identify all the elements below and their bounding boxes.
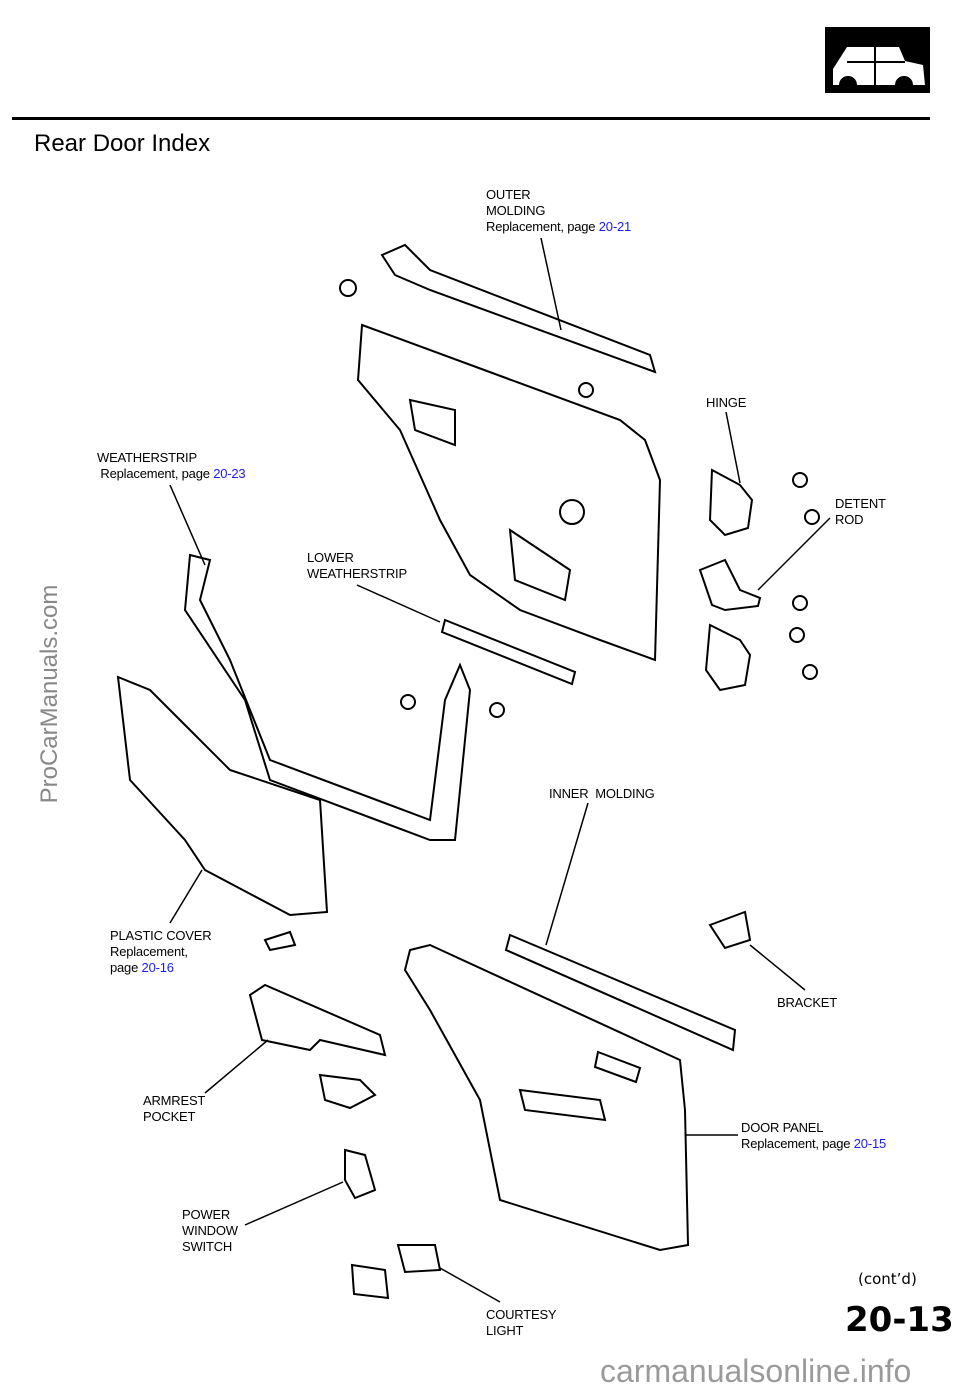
- page-link-20-15[interactable]: 20-15: [853, 1136, 887, 1151]
- page-link-20-21[interactable]: 20-21: [598, 219, 632, 234]
- plastic-cover-part: [116, 675, 329, 917]
- page-link-20-23[interactable]: 20-23: [213, 466, 246, 481]
- hinge-callout: HINGE: [706, 395, 747, 410]
- callout-text: Replacement, page: [110, 944, 188, 975]
- weatherstrip-part: [183, 553, 472, 841]
- power-window-switch-callout: POWER WINDOW SWITCH: [182, 1207, 238, 1254]
- upper-hinge: [708, 468, 754, 537]
- courtesy-light-callout: COURTESY LIGHT: [486, 1307, 557, 1338]
- header-rule: [12, 117, 930, 120]
- continued-note: (cont’d): [858, 1270, 917, 1288]
- bracket-part: [708, 910, 752, 950]
- armrest-pocket-callout: ARMREST POCKET: [143, 1093, 206, 1124]
- inner-molding-callout: INNER MOLDING: [549, 786, 655, 801]
- lower-weatherstrip-part: [440, 618, 577, 686]
- bolts: [400, 382, 820, 718]
- callout-name: OUTER MOLDING: [486, 187, 546, 218]
- lower-weatherstrip-callout: LOWER WEATHERSTRIP: [307, 550, 407, 581]
- bottom-watermark: carmanualsonline.info: [600, 1353, 912, 1389]
- side-watermark: ProCarManuals.com: [36, 584, 63, 804]
- bracket-callout: BRACKET: [777, 995, 838, 1010]
- outer-molding: [380, 243, 657, 374]
- page-number: 20-13: [845, 1300, 954, 1340]
- callout-name: PLASTIC COVER: [110, 928, 212, 943]
- callout-text: Replacement, page: [741, 1136, 854, 1151]
- door-panel-part: [403, 943, 690, 1252]
- detent-rod-part: [698, 558, 762, 612]
- car-body-icon: [825, 27, 930, 93]
- door-shell: [356, 323, 662, 662]
- weatherstrip-callout: WEATHERSTRIP Replacement, page 20-23: [97, 450, 246, 482]
- callout-text: Replacement, page: [486, 219, 599, 234]
- courtesy-light-part: [396, 1244, 442, 1274]
- leader-lines: [169, 237, 831, 1303]
- armrest-pocket-part: [248, 983, 387, 1057]
- clip: [339, 279, 357, 297]
- callout-text: Replacement, page: [100, 466, 214, 481]
- page-link-20-16[interactable]: 20-16: [141, 960, 174, 975]
- callout-name: DOOR PANEL: [741, 1120, 824, 1135]
- lower-hinge: [704, 623, 752, 692]
- inner-molding-part: [504, 933, 737, 1052]
- page-title: Rear Door Index: [34, 130, 211, 157]
- window-switch-part: [318, 1073, 377, 1110]
- callout-name: WEATHERSTRIP: [97, 450, 197, 465]
- detent-rod-callout: DETENT ROD: [835, 496, 886, 527]
